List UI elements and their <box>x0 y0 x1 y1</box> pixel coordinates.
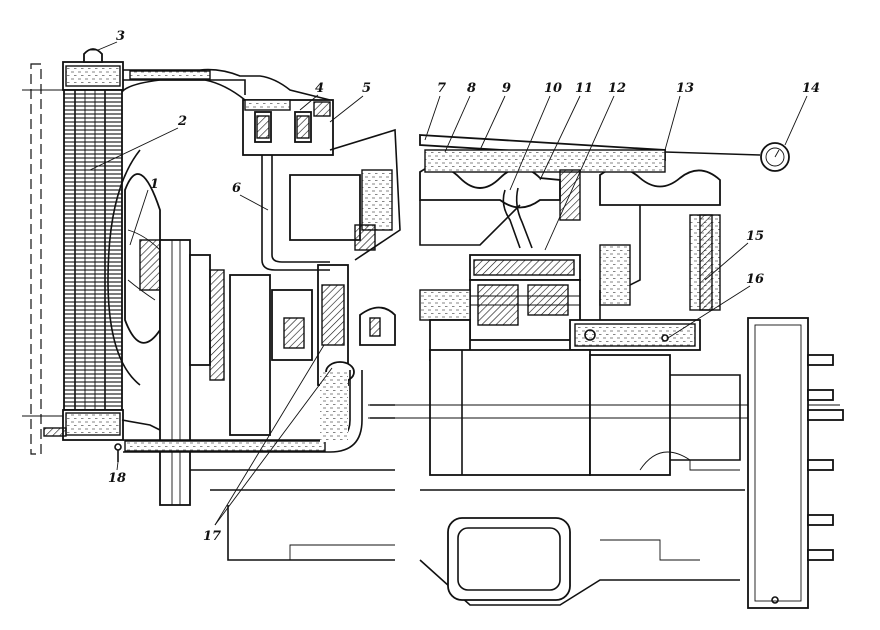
callout-12: 12 <box>608 81 626 96</box>
callout-18: 18 <box>108 471 126 486</box>
callout-labels: 1 2 3 4 5 6 7 8 9 10 11 12 13 14 15 16 1… <box>89 29 820 544</box>
callout-1: 1 <box>150 177 159 192</box>
callout-7: 7 <box>437 81 446 96</box>
callout-17: 17 <box>203 529 221 544</box>
water-pump-housing <box>229 264 355 436</box>
callout-9: 9 <box>502 81 511 96</box>
callout-13: 13 <box>676 81 694 96</box>
radiator-assembly <box>22 48 124 462</box>
crankcase-right <box>429 349 741 476</box>
callout-6: 6 <box>232 181 241 196</box>
cylinder-head-left <box>289 128 401 346</box>
distribution-channel <box>569 290 701 351</box>
callout-11: 11 <box>575 81 593 96</box>
callout-8: 8 <box>467 81 476 96</box>
injector-tube <box>502 187 533 249</box>
callout-14: 14 <box>802 81 820 96</box>
callout-10: 10 <box>544 81 562 96</box>
callout-5: 5 <box>362 81 371 96</box>
callout-3: 3 <box>116 29 125 44</box>
cylinder-liner <box>469 254 581 341</box>
bypass-pipe <box>261 155 330 271</box>
callout-4: 4 <box>315 81 324 96</box>
callout-15: 15 <box>746 229 764 244</box>
base-frame-right <box>368 404 840 606</box>
callout-2: 2 <box>177 114 187 129</box>
thermometer <box>664 142 790 172</box>
lower-water-pipe <box>123 370 363 453</box>
thermostat-housing <box>242 99 334 156</box>
cylinder-head-right <box>419 134 721 301</box>
fan-blade <box>124 173 163 344</box>
fan-pulley <box>159 239 225 506</box>
callout-16: 16 <box>746 272 764 287</box>
flywheel-flange <box>747 317 844 609</box>
